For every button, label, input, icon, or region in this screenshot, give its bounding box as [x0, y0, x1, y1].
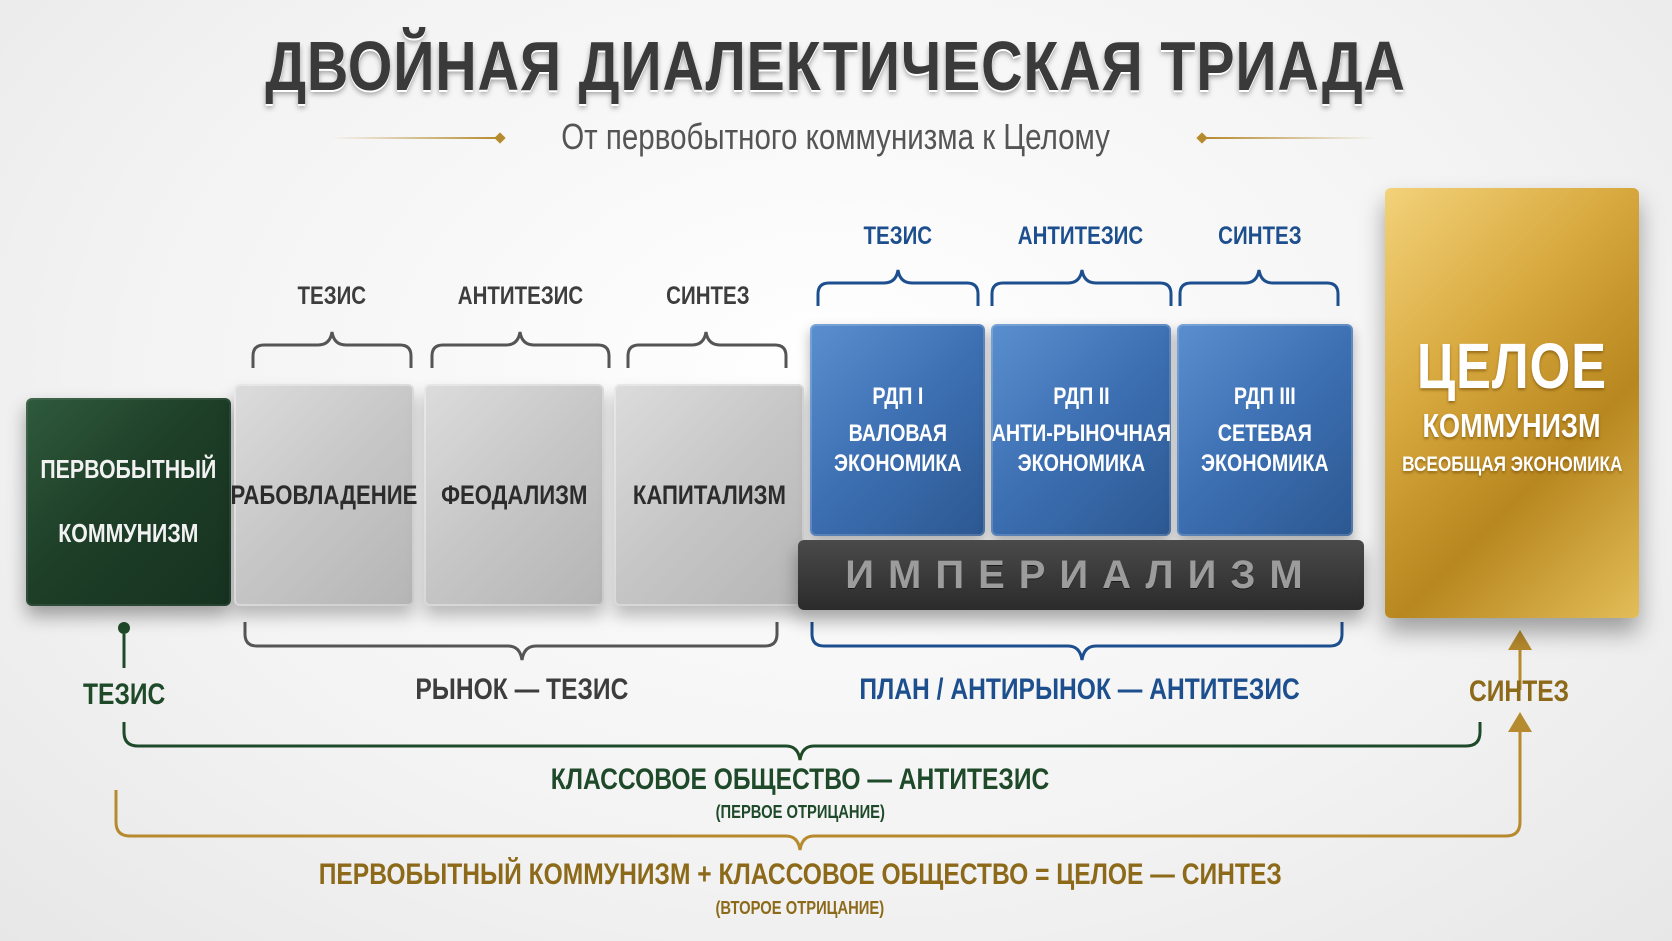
- whole-communism-block: ЦЕЛОЕ КОММУНИЗМ ВСЕОБЩАЯ ЭКОНОМИКА: [1385, 188, 1639, 618]
- green-start-dot: [118, 622, 130, 634]
- grey-brace-synthesis: [626, 331, 788, 368]
- grey-phase-thesis: ТЕЗИС: [297, 282, 367, 310]
- subtitle-right-line: [1206, 137, 1376, 139]
- market-thesis-label: РЫНОК — ТЕЗИС: [415, 673, 629, 706]
- blue-group-brace: [810, 622, 1344, 661]
- imperialism-base: ИМПЕРИАЛИЗМ: [798, 540, 1364, 610]
- page-subtitle: От первобытного коммунизма к Целому: [561, 116, 1111, 157]
- blue-phase-antithesis: АНТИТЕЗИС: [1017, 222, 1143, 250]
- blue-brace-antithesis: [990, 269, 1173, 306]
- feudalism-block: ФЕОДАЛИЗМ: [424, 384, 604, 606]
- plan-antithesis-label: ПЛАН / АНТИРЫНОК — АНТИТЕЗИС: [859, 673, 1301, 706]
- blue-phase-thesis: ТЕЗИС: [863, 222, 933, 250]
- grey-brace-thesis: [251, 331, 413, 368]
- page-title: ДВОЙНАЯ ДИАЛЕКТИЧЕСКАЯ ТРИАДА: [265, 27, 1407, 105]
- second-negation-label: (ВТОРОЕ ОТРИЦАНИЕ): [715, 898, 885, 918]
- blue-brace-thesis: [816, 269, 980, 306]
- grey-phase-antithesis: АНТИТЕЗИС: [457, 282, 583, 310]
- green-connector-brace: [122, 722, 1482, 761]
- gold-arrow-up-top: [1508, 630, 1532, 650]
- grey-group-brace: [243, 622, 779, 661]
- blue-phase-synthesis: СИНТЕЗ: [1218, 222, 1302, 250]
- synthesis-equation-label: ПЕРВОБЫТНЫЙ КОММУНИЗМ + КЛАССОВОЕ ОБЩЕСТ…: [318, 858, 1282, 891]
- blue-brace-synthesis: [1178, 269, 1340, 306]
- imperialism-label: ИМПЕРИАЛИЗМ: [845, 552, 1317, 597]
- grey-phase-synthesis: СИНТЕЗ: [666, 282, 750, 310]
- gold-connector-brace: [114, 730, 1522, 851]
- green-thesis-label: ТЕЗИС: [82, 678, 166, 711]
- subtitle-left-line: [330, 137, 500, 139]
- slavery-block: РАБОВЛАДЕНИЕ: [231, 384, 417, 606]
- first-negation-label: (ПЕРВОЕ ОТРИЦАНИЕ): [715, 802, 885, 822]
- class-society-label: КЛАССОВОЕ ОБЩЕСТВО — АНТИТЕЗИС: [550, 763, 1050, 796]
- gold-synthesis-label: СИНТЕЗ: [1468, 675, 1570, 708]
- grey-brace-antithesis: [430, 331, 611, 368]
- capitalism-block: КАПИТАЛИЗМ: [614, 384, 804, 606]
- gold-arrow-up: [1508, 712, 1532, 732]
